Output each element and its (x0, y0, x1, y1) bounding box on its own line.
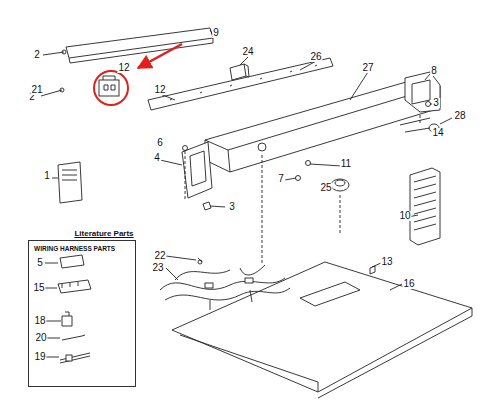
callout-number: 20 (34, 333, 47, 343)
callout-number: 24 (241, 47, 254, 57)
callout-number: 2 (33, 50, 41, 60)
callout-number: 19 (33, 352, 46, 362)
callout-number: 9 (212, 28, 220, 38)
callout-number: 28 (453, 111, 466, 121)
callout-number: 8 (430, 66, 438, 76)
callout-number: 3 (432, 98, 440, 108)
callout-number: 25 (319, 183, 332, 193)
parts-panel: WIRING HARNESS PARTS (28, 240, 136, 387)
callout-number: 18 (33, 316, 46, 326)
callout-number: 14 (431, 128, 444, 138)
callout-number: 7 (277, 174, 285, 184)
callout-number: 12 (153, 85, 166, 95)
callout-number: 12 (117, 63, 130, 73)
callout-number: 23 (151, 263, 164, 273)
callout-number: 11 (340, 159, 352, 169)
callout-number: 13 (380, 257, 393, 267)
callout-number: 3 (228, 202, 236, 212)
callout-number: 27 (361, 63, 374, 73)
part-caption: Literature Parts (73, 230, 134, 238)
callout-number: 5 (36, 258, 44, 268)
callout-number: 26 (309, 52, 322, 62)
callout-number: 22 (153, 251, 166, 261)
callout-number: 15 (32, 283, 45, 293)
callout-number: 1 (43, 171, 51, 181)
panel-heading: WIRING HARNESS PARTS (29, 241, 135, 252)
callout-number: 6 (156, 138, 164, 148)
callout-number: 16 (402, 279, 415, 289)
callout-number: 4 (153, 153, 161, 163)
callout-number: 21 (30, 85, 43, 95)
callout-number: 10 (398, 211, 411, 221)
